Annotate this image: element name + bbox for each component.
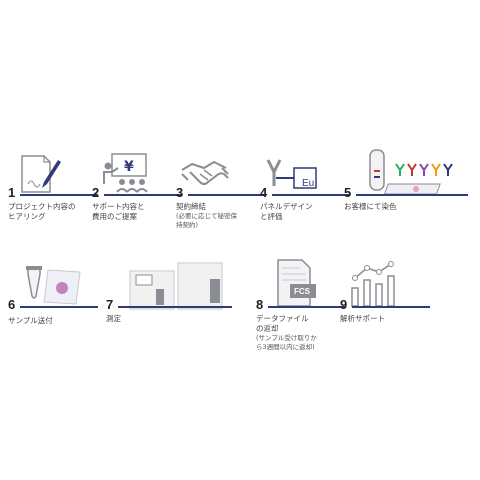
step-number: 6 [8, 297, 16, 312]
tube-bag-icon [26, 266, 81, 305]
step-note: (必要に応じて秘密保 持契約) [176, 212, 238, 229]
step-label: データファイル の返却 [256, 314, 309, 333]
tube-antibodies-icon [369, 149, 453, 195]
step-number: 1 [8, 185, 16, 200]
fcs-file-icon [277, 259, 316, 307]
step-number: 7 [106, 297, 114, 312]
svg-text:¥: ¥ [124, 159, 134, 175]
step-rule [268, 306, 346, 308]
step-rule [188, 194, 266, 196]
step-number: 9 [340, 297, 348, 312]
handshake-icon [181, 160, 229, 185]
step-label: パネルデザイン と評価 [260, 202, 313, 221]
step-label: プロジェクト内容の ヒアリング [8, 202, 76, 221]
step-rule [20, 306, 98, 308]
step-label: 解析サポート [340, 314, 385, 323]
antibody-eu-icon [266, 159, 317, 189]
instrument-icon [129, 262, 223, 310]
step-note: (サンプル受け取りか ら3週間以内に返却) [256, 334, 317, 351]
step-label: お客様にて染色 [344, 202, 397, 211]
fcs-tag: FCS [294, 287, 310, 296]
step-number: 5 [344, 185, 352, 200]
step-label: サンプル送付 [8, 316, 53, 325]
presentation-yen-icon: ¥ [103, 153, 148, 193]
step-rule [356, 194, 468, 196]
document-pen-icon [21, 155, 61, 193]
step-rule [104, 194, 182, 196]
step-label: サポート内容と 費用のご提案 [92, 202, 145, 221]
step-number: 8 [256, 297, 264, 312]
step-label: 契約締結 [176, 202, 206, 211]
step-rule [118, 306, 232, 308]
step-rule [272, 194, 350, 196]
step-rule [352, 306, 430, 308]
step-number: 3 [176, 185, 184, 200]
analysis-chart-icon [351, 261, 395, 307]
step-rule [20, 194, 98, 196]
step-label: 測定 [106, 314, 121, 323]
step-number: 2 [92, 185, 100, 200]
eu-tag: Eu [302, 178, 315, 189]
step-number: 4 [260, 185, 268, 200]
